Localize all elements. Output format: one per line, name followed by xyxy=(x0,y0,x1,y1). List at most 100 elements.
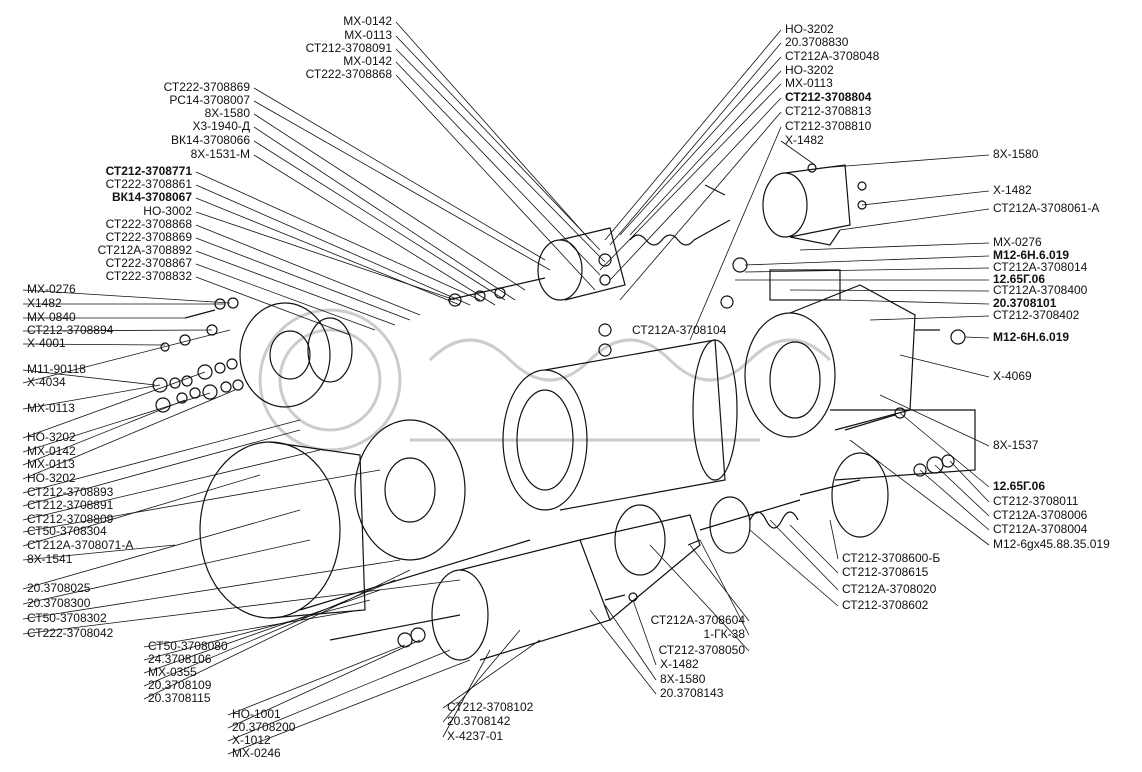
part-label: Х1482 xyxy=(27,296,62,310)
part-label: 8Х-1541 xyxy=(27,552,73,566)
part-label-center: СТ212А-3708104 xyxy=(632,323,727,337)
drive-clutch xyxy=(604,452,955,602)
leader-line xyxy=(609,42,782,246)
leader-line xyxy=(604,604,657,681)
leader-line xyxy=(195,237,411,321)
part-label: М12-6Н.6.019 xyxy=(993,248,1070,262)
leader-line xyxy=(22,329,213,332)
leader-line xyxy=(195,171,481,301)
leader-line xyxy=(195,211,456,301)
part-label: 12.65Г.06 xyxy=(993,272,1046,286)
leader-line xyxy=(195,184,471,306)
part-label: СТ50-3708080 xyxy=(148,639,228,653)
part-label: Х-4001 xyxy=(27,336,66,350)
part-label: 20.3708109 xyxy=(148,678,212,692)
part-label: 20.3708830 xyxy=(785,35,849,49)
part-label: 20.3708300 xyxy=(27,596,91,610)
leader-line xyxy=(22,289,231,304)
leader-line xyxy=(629,70,782,236)
leader-line xyxy=(689,544,750,622)
leader-line xyxy=(395,35,601,251)
leader-line xyxy=(22,544,176,561)
leader-line xyxy=(22,384,161,410)
leader-line xyxy=(227,639,421,729)
part-label: 8Х-1580 xyxy=(993,147,1039,161)
part-label: СТ212А-3708604 xyxy=(650,613,745,627)
part-label: 24.3708106 xyxy=(148,652,212,666)
part-label: 12.65Г.06 xyxy=(993,479,1046,493)
leader-line xyxy=(769,519,839,591)
part-label: СТ222-3708867 xyxy=(105,256,192,270)
part-label: СТ50-3708304 xyxy=(27,524,107,538)
leader-line xyxy=(253,126,516,301)
part-label: НО-3202 xyxy=(785,22,834,36)
leader-line xyxy=(899,354,990,378)
part-label: МХ-0840 xyxy=(27,310,76,324)
leader-line xyxy=(799,242,990,251)
part-label: Х-1482 xyxy=(785,133,824,147)
part-label: НО-3202 xyxy=(785,63,834,77)
part-label: СТ222-3708868 xyxy=(105,217,192,231)
part-label: СТ212А-3708892 xyxy=(97,243,192,257)
part-label: МХ-0142 xyxy=(27,444,76,458)
leader-line xyxy=(395,74,596,291)
leader-line xyxy=(619,111,782,301)
leader-line xyxy=(849,439,990,546)
part-label: СТ212-3708810 xyxy=(785,119,872,133)
part-label: СТ212-3708891 xyxy=(27,498,114,512)
leader-line xyxy=(839,299,990,305)
part-label: МХ-0246 xyxy=(232,746,281,760)
leader-line xyxy=(749,529,839,607)
part-label: СТ212А-3708014 xyxy=(993,260,1088,274)
leader-line xyxy=(195,276,351,336)
part-label: РС14-3708007 xyxy=(169,93,250,107)
leader-line xyxy=(899,412,990,488)
relay-cover xyxy=(704,163,867,246)
leader-line xyxy=(442,649,491,738)
part-label: ВК14-3708066 xyxy=(170,133,250,147)
part-label: СТ212-3708091 xyxy=(305,41,392,55)
stator-housing xyxy=(502,339,738,511)
part-label: ВК14-3708067 xyxy=(111,190,192,204)
part-label: 20.3708142 xyxy=(447,714,511,728)
leader-line xyxy=(143,569,411,700)
leader-line xyxy=(819,154,990,169)
leader-line xyxy=(143,609,361,648)
leader-line xyxy=(22,329,231,384)
leader-line xyxy=(253,140,506,301)
part-label: СТ212А-3708400 xyxy=(993,283,1088,297)
part-label: М12-6Н.6.019 xyxy=(993,330,1070,344)
leader-line xyxy=(744,267,990,273)
solenoid xyxy=(447,219,731,357)
leader-line xyxy=(22,399,186,466)
part-label: СТ212-3708402 xyxy=(993,308,1080,322)
part-label: СТ212-3708602 xyxy=(842,598,929,612)
part-label: Х-4034 xyxy=(27,375,66,389)
watermark-logo xyxy=(258,308,832,452)
part-label: МХ-0355 xyxy=(148,665,197,679)
part-label: СТ212-3708894 xyxy=(27,323,114,337)
leader-line xyxy=(22,539,311,605)
leader-line xyxy=(919,469,990,531)
leader-line xyxy=(395,61,601,276)
leader-line xyxy=(839,208,990,231)
leader-line xyxy=(949,460,990,503)
leader-line xyxy=(395,48,606,263)
part-label: МХ-0142 xyxy=(343,54,392,68)
part-label: МХ-0142 xyxy=(343,14,392,28)
part-label: МХ-0113 xyxy=(344,28,392,42)
leader-line xyxy=(22,389,236,480)
leader-line xyxy=(964,336,990,339)
part-label: СТ222-3708042 xyxy=(27,626,114,640)
leader-line xyxy=(253,100,551,271)
leader-line xyxy=(699,539,750,636)
part-label: СТ212А-3708020 xyxy=(842,582,937,596)
part-label: МХ-0113 xyxy=(27,457,75,471)
leader-line xyxy=(589,609,657,695)
part-label: 8Х-1531-М xyxy=(190,147,250,161)
leader-line xyxy=(195,263,376,331)
commutator-end-bracket xyxy=(239,302,353,408)
leader-line xyxy=(934,464,990,517)
leader-line xyxy=(22,579,461,635)
